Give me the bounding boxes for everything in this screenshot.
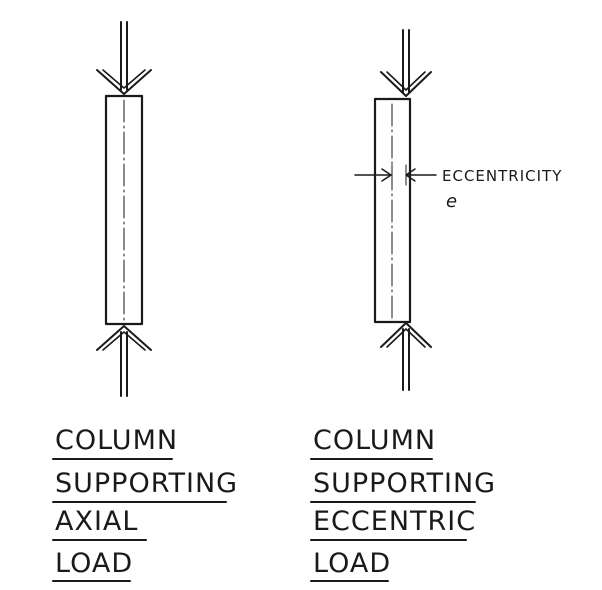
axial-bottom-load-arrow — [96, 325, 152, 397]
axial-column-body — [104, 94, 144, 326]
eccentric-bottom-load-arrow — [380, 322, 432, 391]
eccentric-caption-line-1: COLUMN — [313, 425, 436, 456]
axial-caption-line-1: COLUMN — [55, 425, 178, 456]
eccentricity-label: ECCENTRICITY — [442, 167, 562, 185]
eccentric-top-load-arrow — [380, 29, 432, 97]
eccentric-caption-line-3: ECCENTRIC — [313, 506, 476, 537]
eccentricity-symbol: e — [446, 191, 458, 212]
eccentric-caption: COLUMN SUPPORTING ECCENTRIC LOAD — [310, 425, 496, 582]
axial-caption-line-2: SUPPORTING — [55, 468, 238, 499]
eccentric-caption-line-2: SUPPORTING — [313, 468, 496, 499]
axial-caption-line-3: AXIAL — [55, 506, 138, 537]
axial-top-load-arrow — [96, 21, 152, 95]
eccentric-caption-line-4: LOAD — [313, 548, 391, 579]
eccentric-column-body — [373, 97, 412, 324]
eccentric-load-column-group: ECCENTRICITY e — [354, 29, 562, 391]
axial-caption-line-4: LOAD — [55, 548, 133, 579]
axial-caption: COLUMN SUPPORTING AXIAL LOAD — [52, 425, 238, 582]
axial-load-column-group — [96, 21, 152, 397]
eccentricity-dimension — [354, 164, 437, 186]
